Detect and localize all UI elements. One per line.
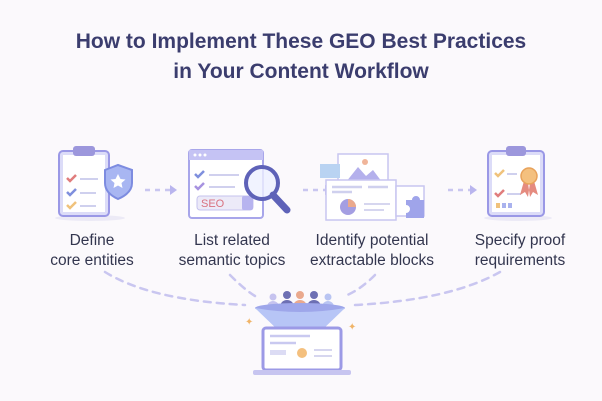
svg-text:✦: ✦ [348, 322, 356, 333]
title-line-1: How to Implement These GEO Best Practice… [75, 30, 527, 53]
step-1-line-2: core entities [50, 252, 134, 269]
clipboard-award-icon [484, 146, 552, 221]
step-specify-proof: Specify proof requirements [445, 231, 595, 271]
content-blocks-icon [320, 153, 425, 221]
step-2-line-2: semantic topics [178, 252, 286, 269]
step-1-line-1: Define [69, 232, 115, 249]
svg-text:✦: ✦ [245, 317, 253, 328]
step-4-line-1: Specify proof [474, 232, 566, 249]
step-3-line-2: extractable blocks [309, 252, 435, 269]
step-3-line-1: Identify potential [315, 232, 429, 249]
step-2-line-1: List related [194, 232, 270, 249]
browser-search-icon: SEO [188, 149, 291, 219]
step-identify-extractable-blocks: Identify potential extractable blocks [297, 231, 447, 271]
clipboard-shield-icon [55, 146, 133, 221]
step-list-semantic-topics: List related semantic topics [157, 231, 307, 271]
title-line-2: in Your Content Workflow [173, 60, 429, 83]
step-4-line-2: requirements [474, 252, 566, 269]
funnel-laptop-icon: ✦ ✦ [245, 291, 356, 375]
seo-label: SEO [201, 198, 225, 210]
step-define-core-entities: Define core entities [17, 231, 167, 271]
